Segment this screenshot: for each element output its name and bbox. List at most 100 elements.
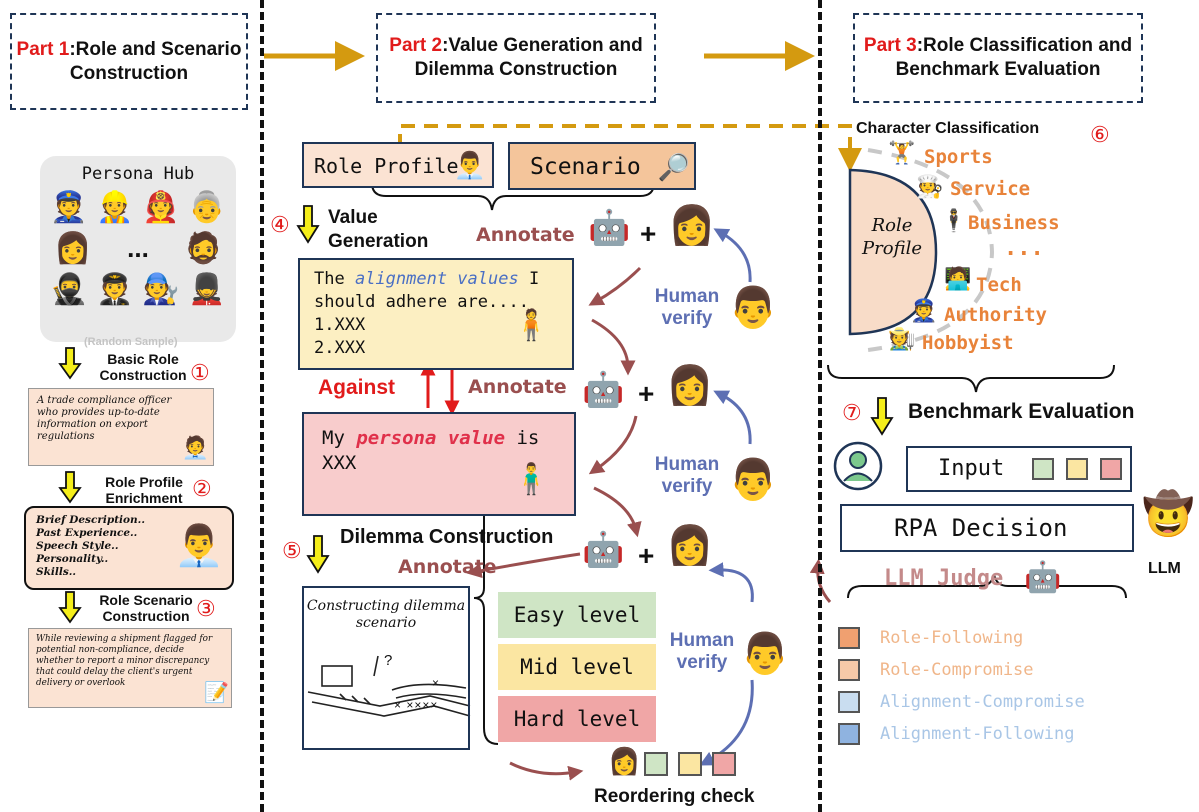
down-arrow-6 [870, 397, 894, 436]
robot-icon: 🤖 [1024, 561, 1062, 594]
category-tech: Tech [976, 274, 1022, 296]
profile-field-description: Brief Description.. [36, 514, 145, 526]
step5-number: ⑤ [282, 538, 302, 563]
category-sports: Sports [924, 146, 993, 168]
easy-level: Easy level [498, 592, 656, 638]
scenario-card: While reviewing a shipment flagged for p… [28, 628, 232, 708]
step6-label: Character Classification [856, 120, 1040, 137]
priest-avatar-icon: 🧔 [184, 232, 222, 265]
input-bubble: Input [906, 446, 1132, 492]
input-green-square [1032, 458, 1054, 480]
mechanic-avatar-icon: 🧑‍🔧 [142, 273, 180, 306]
standing-person-icon: 🧍 [512, 309, 550, 342]
robot-icon: 🤖 [588, 209, 631, 247]
step5-label: Dilemma Construction [340, 526, 554, 548]
brace-judge [847, 573, 1127, 599]
reorder-yellow-square [678, 752, 702, 776]
part1-prefix: Part 1 [16, 38, 70, 60]
firefighter-avatar-icon: 🧑‍🚒 [142, 191, 180, 224]
legend-label: Alignment-Compromise [880, 692, 1085, 712]
persona-xxx: XXX [322, 452, 357, 474]
brace-class [827, 364, 1115, 393]
legend-swatch [838, 691, 860, 713]
part1-header: Part 1:Role and Scenario Construction [10, 13, 248, 110]
plus-icon: + [638, 540, 655, 571]
alignment-pre: The [314, 269, 355, 289]
flow-arrow-5 [466, 552, 581, 579]
category-business: Business [968, 212, 1060, 234]
down-arrow-2 [58, 471, 82, 504]
input-yellow-square [1066, 458, 1088, 480]
woman-annotator-icon: 👩 [668, 205, 716, 247]
divider-left [260, 0, 264, 812]
scenario-text: While reviewing a shipment flagged for p… [36, 634, 213, 688]
flow-arrow-4 [593, 486, 642, 538]
persona-post: is [505, 427, 540, 449]
legend-swatch [838, 627, 860, 649]
persona-ellipsis: ... [127, 233, 149, 263]
step6-number: ⑥ [1090, 122, 1110, 147]
annotate-label-1: Annotate [476, 224, 575, 246]
category-hobbyist: Hobbyist [922, 332, 1014, 354]
sports-person-icon: 🏋️ [888, 140, 916, 165]
step2-number: ② [192, 476, 212, 501]
step4-number: ④ [270, 212, 290, 237]
user-avatar-icon [833, 441, 883, 491]
profile-field-skills: Skills.. [36, 566, 77, 578]
persona-value-box: My persona value is XXX 🧍‍♂️ [302, 412, 576, 516]
masked-avatar-icon: 🥷 [50, 273, 88, 306]
part3-title: :Role Classification and Benchmark Evalu… [895, 35, 1133, 80]
man-verifier-icon: 👨 [740, 632, 790, 676]
human-verify-3: Human verify [669, 630, 735, 673]
man-verifier-icon: 👨 [728, 286, 778, 330]
persona-highlight: persona value [356, 427, 506, 449]
business-person-icon: 🕴️ [940, 208, 968, 233]
woman-annotator-icon: 👩 [666, 525, 714, 567]
persona-hub-title: Persona Hub [81, 164, 195, 184]
hard-level: Hard level [498, 696, 656, 742]
dilemma-box: Constructing dilemma scenario ? × × ×××× [302, 586, 470, 750]
legend-item-alignment-compromise: Alignment-Compromise [838, 686, 1085, 718]
category-service: Service [950, 178, 1031, 200]
step3-number: ③ [196, 596, 216, 621]
legend-label: Role-Following [880, 628, 1024, 648]
pressured-person-icon: 🧍‍♂️ [512, 463, 550, 496]
role-profile-box: Role Profile 👨‍💼 [302, 142, 494, 188]
tech-person-icon: 🧑‍💻 [944, 266, 972, 291]
avatar-row-3: 🥷 🧑‍✈️ 🧑‍🔧 💂 [46, 272, 230, 307]
man-avatar-icon: 👨‍💼 [453, 150, 486, 180]
legend-item-role-following: Role-Following [838, 622, 1085, 654]
avatar-row-2: 👩 ... 🧔 [54, 231, 222, 266]
step1-label: Basic Role Construction [99, 351, 187, 383]
avatar-row-1: 👮 👷 🧑‍🚒 👵 [46, 190, 230, 225]
step1-number: ① [190, 360, 210, 385]
step7-number: ⑦ [842, 400, 862, 425]
step2-label: Role Profile Enrichment [105, 474, 183, 506]
divider-right [818, 0, 822, 812]
profile-field-speech: Speech Style.. [36, 540, 119, 552]
semicircle-label: Role Profile [862, 215, 922, 259]
down-arrow-1 [58, 347, 82, 380]
document-search-icon: 📝 [204, 682, 229, 704]
dilemma-text: Constructing dilemma scenario [306, 598, 466, 631]
annotate-label-2: Annotate [468, 376, 567, 398]
flow-arrow-6 [509, 761, 584, 781]
legend-label: Alignment-Following [880, 724, 1075, 744]
profile-field-personality: Personality.. [36, 553, 109, 565]
part1-title: :Role and Scenario Construction [69, 38, 242, 84]
plus-icon: + [640, 218, 657, 249]
flow-arrow-1 [588, 266, 642, 306]
officer-icon: 🧑‍💼 [181, 435, 209, 460]
brace-top [371, 182, 655, 211]
alignment-highlight: alignment values [354, 269, 519, 289]
professional-man-icon: 👨‍💼 [174, 524, 224, 568]
random-sample-caption: (Random Sample) [84, 336, 178, 348]
role-profile-label: Role Profile [314, 154, 459, 178]
woman-checker-icon: 👩 [608, 746, 641, 776]
worker-avatar-icon: 👷 [96, 191, 134, 224]
against-label: Against [318, 376, 396, 399]
part2-title: :Value Generation and Dilemma Constructi… [414, 35, 643, 80]
verify-arrow-2 [713, 390, 752, 445]
officer-avatar-icon: 🧑‍✈️ [96, 273, 134, 306]
woman-annotator-icon: 👩 [666, 365, 714, 407]
